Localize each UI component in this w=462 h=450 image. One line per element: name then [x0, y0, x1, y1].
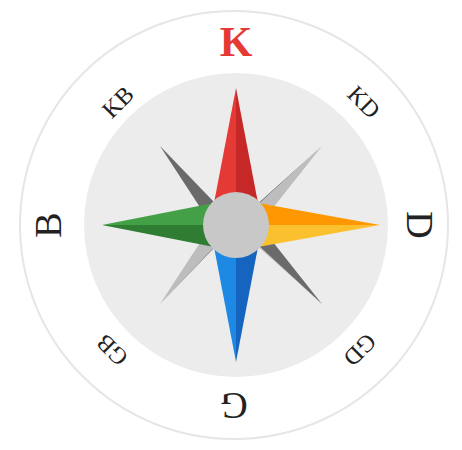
south-label: G	[220, 387, 247, 425]
east-label: D	[401, 211, 439, 238]
west-label: B	[29, 212, 67, 237]
north-label: K	[220, 21, 253, 63]
